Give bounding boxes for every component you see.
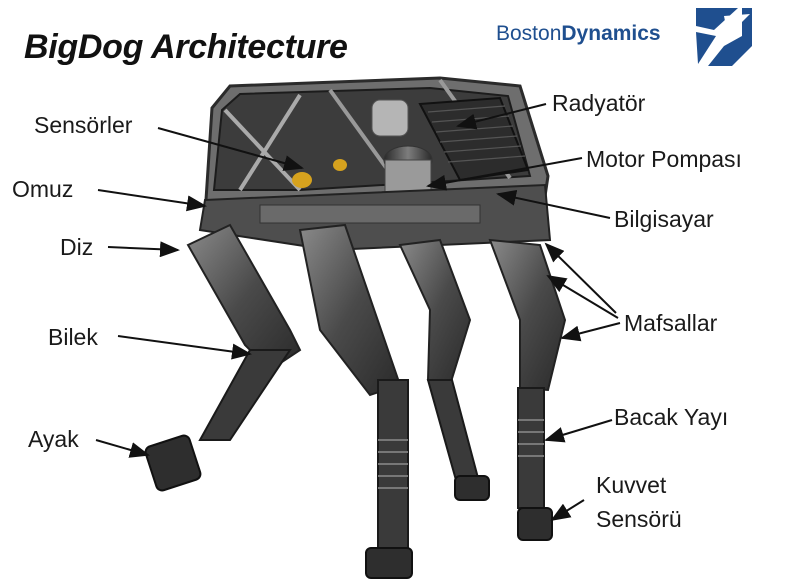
- label-sensorler: Sensörler: [34, 114, 132, 137]
- label-diz: Diz: [60, 236, 93, 259]
- leader-diz: [108, 247, 178, 250]
- label-bacak-yayi: Bacak Yayı: [614, 406, 728, 429]
- label-sensoru: Sensörü: [596, 508, 682, 531]
- leader-bilek: [118, 336, 250, 354]
- leader-mafsallar-3: [562, 323, 620, 338]
- label-bilgisayar: Bilgisayar: [614, 208, 714, 231]
- label-omuz: Omuz: [12, 178, 73, 201]
- leg-rear-left: [400, 240, 489, 500]
- leader-omuz: [98, 190, 205, 206]
- label-radyator: Radyatör: [552, 92, 645, 115]
- label-ayak: Ayak: [28, 428, 79, 451]
- label-kuvvet: Kuvvet: [596, 474, 666, 497]
- label-bilek: Bilek: [48, 326, 98, 349]
- label-motor-pompasi: Motor Pompası: [586, 148, 742, 171]
- label-mafsallar: Mafsallar: [624, 312, 717, 335]
- leader-bacak-yayi: [546, 420, 612, 440]
- leg-rear-right: [490, 240, 565, 540]
- robot-body: [200, 78, 550, 250]
- leg-front-right: [300, 225, 412, 578]
- leader-ayak: [96, 440, 148, 455]
- leader-kuvvet-sensoru: [552, 500, 584, 520]
- leg-front-left: [144, 225, 300, 492]
